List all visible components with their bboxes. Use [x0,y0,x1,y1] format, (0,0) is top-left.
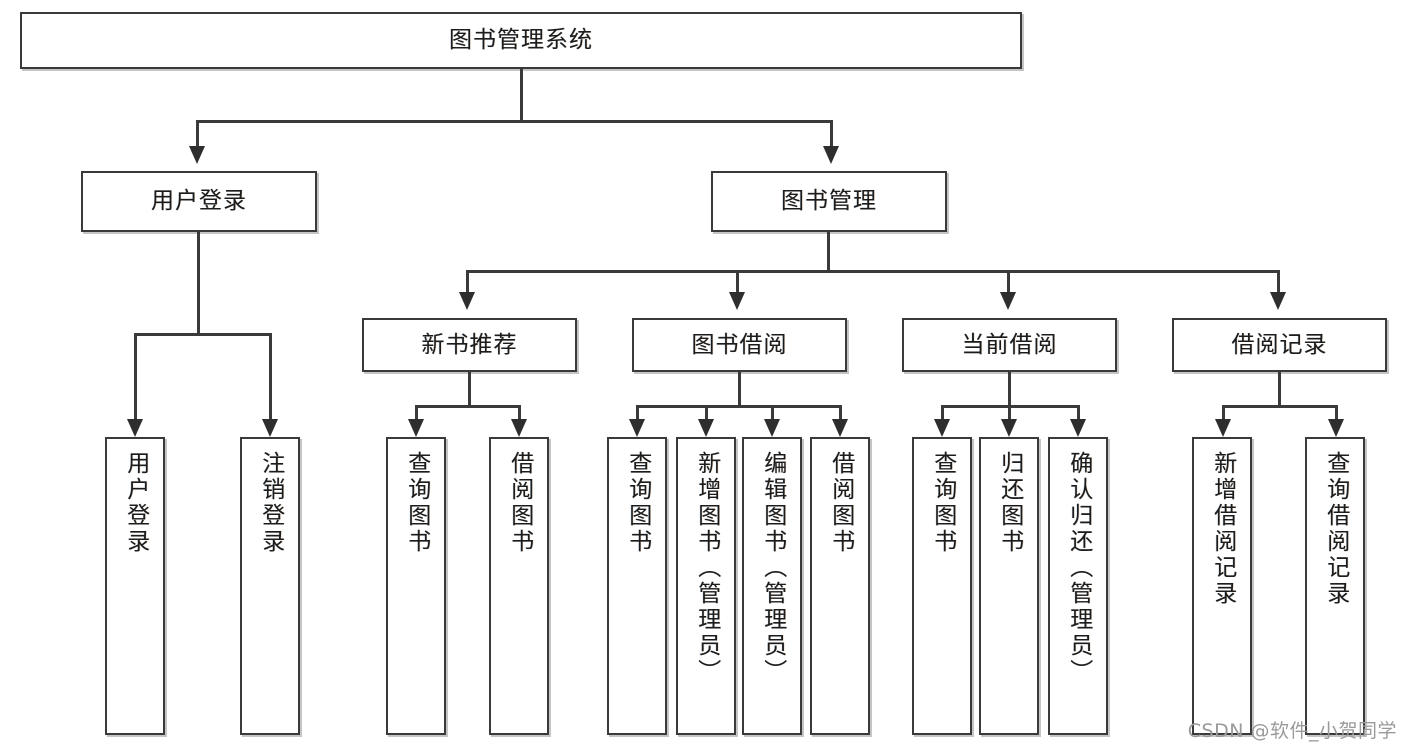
connector-bb-stem [738,372,741,406]
connector-nbr-bus [415,405,521,408]
node-label: 确认归还（管理员） [1065,451,1092,685]
connector-root-stem [520,69,523,120]
arrow-to-book-borrow [729,292,745,310]
connector-cb-stem [1008,372,1011,406]
node-label: 借阅图书 [506,451,533,555]
arrow-to-leaf-confirm-return [1070,419,1086,437]
leaf-node-borrow-book-2[interactable]: 借阅图书 [810,437,870,735]
arrow-to-leaf-add-book [698,419,714,437]
connector-br-leg-1 [1222,405,1225,419]
node-root-system[interactable]: 图书管理系统 [20,12,1022,69]
leaf-node-query-book-2[interactable]: 查询图书 [607,437,667,735]
arrow-to-leaf-borrow-book-1 [511,419,527,437]
connector-nbr-leg-1 [415,405,418,419]
connector-book-manage-leg-3 [1007,270,1010,292]
node-borrow-record[interactable]: 借阅记录 [1172,318,1387,372]
arrow-to-leaf-edit-book [764,419,780,437]
arrow-to-book-manage [823,146,839,164]
arrow-to-borrow-record [1270,292,1286,310]
connector-bb-leg-1 [636,405,639,419]
connector-br-bus [1222,405,1338,408]
arrow-to-leaf-query-book-2 [629,419,645,437]
connector-cb-leg-2 [1008,405,1011,419]
arrow-to-user-login [189,146,205,164]
connector-br-leg-2 [1335,405,1338,419]
connector-nbr-leg-2 [518,405,521,419]
connector-user-login-leg-1 [134,333,137,419]
arrow-to-leaf-logout [262,419,278,437]
connector-root-leg-left [196,120,199,146]
leaf-node-add-book[interactable]: 新增图书（管理员） [676,437,736,735]
node-user-login[interactable]: 用户登录 [81,171,317,232]
connector-root-leg-right [830,120,833,146]
connector-cb-leg-1 [941,405,944,419]
arrow-to-leaf-borrow-book-2 [832,419,848,437]
node-label: 用户登录 [122,451,149,555]
connector-root-bus [196,120,832,123]
leaf-node-user-login[interactable]: 用户登录 [105,437,165,735]
leaf-node-confirm-return[interactable]: 确认归还（管理员） [1048,437,1108,735]
connector-bb-leg-3 [771,405,774,419]
arrow-to-leaf-return-book [1001,419,1017,437]
arrow-to-new-book-recommend [459,292,475,310]
connector-nbr-stem [468,372,471,406]
connector-bb-leg-2 [705,405,708,419]
arrow-to-leaf-query-book-3 [934,419,950,437]
connector-book-manage-stem [827,232,830,271]
node-label: 查询图书 [624,451,651,555]
arrow-to-leaf-user-login [127,419,143,437]
leaf-node-query-record[interactable]: 查询借阅记录 [1305,437,1365,735]
node-label: 查询图书 [929,451,956,555]
node-label: 新增图书（管理员） [693,451,720,685]
node-new-book-recommend[interactable]: 新书推荐 [362,318,577,372]
leaf-node-query-book-3[interactable]: 查询图书 [912,437,972,735]
node-label: 借阅图书 [827,451,854,555]
leaf-node-edit-book[interactable]: 编辑图书（管理员） [742,437,802,735]
node-label: 图书管理 [781,188,877,215]
arrow-to-leaf-add-record [1215,419,1231,437]
node-label: 新增借阅记录 [1209,451,1236,607]
leaf-node-add-record[interactable]: 新增借阅记录 [1192,437,1252,735]
arrow-to-leaf-query-book-1 [408,419,424,437]
node-book-manage[interactable]: 图书管理 [711,171,947,232]
connector-user-login-stem [197,232,200,333]
node-book-borrow[interactable]: 图书借阅 [632,318,847,372]
node-label: 查询图书 [403,451,430,555]
node-label: 借阅记录 [1231,331,1328,358]
node-current-borrow[interactable]: 当前借阅 [902,318,1117,372]
node-label: 图书管理系统 [449,27,593,54]
connector-bb-bus [636,405,842,408]
connector-book-manage-leg-1 [466,270,469,292]
arrow-to-leaf-query-record [1328,419,1344,437]
leaf-node-logout[interactable]: 注销登录 [240,437,300,735]
node-label: 图书借阅 [691,331,788,358]
node-label: 用户登录 [151,188,247,215]
node-label: 归还图书 [996,451,1023,555]
node-label: 注销登录 [257,451,284,555]
connector-cb-leg-3 [1077,405,1080,419]
watermark-text: CSDN @软件_小贺同学 [1187,720,1397,742]
connector-book-manage-bus [466,270,1280,273]
connector-bb-leg-4 [839,405,842,419]
node-label: 编辑图书（管理员） [759,451,786,685]
arrow-to-current-borrow [1000,292,1016,310]
connector-user-login-leg-2 [269,333,272,419]
connector-user-login-bus [134,333,271,336]
leaf-node-return-book[interactable]: 归还图书 [979,437,1039,735]
node-label: 新书推荐 [421,331,518,358]
leaf-node-borrow-book-1[interactable]: 借阅图书 [489,437,549,735]
node-label: 当前借阅 [961,331,1058,358]
connector-book-manage-leg-4 [1277,270,1280,292]
connector-book-manage-leg-2 [736,270,739,292]
leaf-node-query-book-1[interactable]: 查询图书 [386,437,446,735]
node-label: 查询借阅记录 [1322,451,1349,607]
connector-br-stem [1278,372,1281,406]
